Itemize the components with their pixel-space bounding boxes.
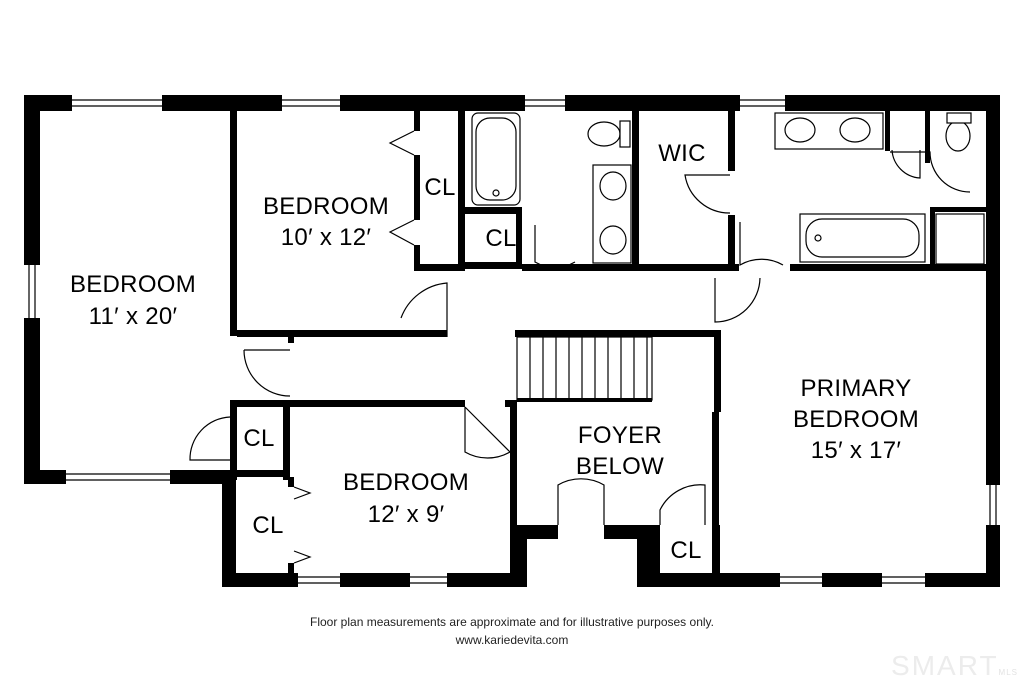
doors xyxy=(189,130,971,564)
wic-label: WIC xyxy=(658,140,706,167)
primary-bedroom-size: 15′ x 17′ xyxy=(811,437,902,464)
website-text: www.kariedevita.com xyxy=(455,633,569,647)
foyer-label-1: FOYER xyxy=(578,422,662,449)
smart-mls-logo: SMARTMLS xyxy=(891,650,1018,682)
bedroom-north-name: BEDROOM xyxy=(263,193,389,220)
windows xyxy=(28,99,997,584)
closet-label-foyer: CL xyxy=(670,537,701,564)
closet-label-bath: CL xyxy=(485,225,516,252)
foyer-label-2: BELOW xyxy=(576,453,664,480)
disclaimer-text: Floor plan measurements are approximate … xyxy=(310,615,714,629)
staircase xyxy=(516,336,653,402)
primary-bedroom-name-2: BEDROOM xyxy=(793,406,919,433)
room-labels: BEDROOM 11′ x 20′ BEDROOM 10′ x 12′ BEDR… xyxy=(70,140,919,564)
fixtures xyxy=(471,112,985,265)
bedroom-west-size: 11′ x 20′ xyxy=(89,303,178,330)
closet-label-north: CL xyxy=(424,174,455,201)
logo-sub: MLS xyxy=(998,668,1018,677)
closet-label-south: CL xyxy=(252,512,283,539)
logo-main: SMART xyxy=(891,650,999,681)
interior-walls xyxy=(230,111,986,585)
primary-bedroom-name-1: PRIMARY xyxy=(800,375,911,402)
closet-label-west: CL xyxy=(243,425,274,452)
bedroom-west-name: BEDROOM xyxy=(70,271,196,298)
bedroom-north-size: 10′ x 12′ xyxy=(281,224,372,251)
bedroom-south-size: 12′ x 9′ xyxy=(368,501,445,528)
bedroom-south-name: BEDROOM xyxy=(343,469,469,496)
